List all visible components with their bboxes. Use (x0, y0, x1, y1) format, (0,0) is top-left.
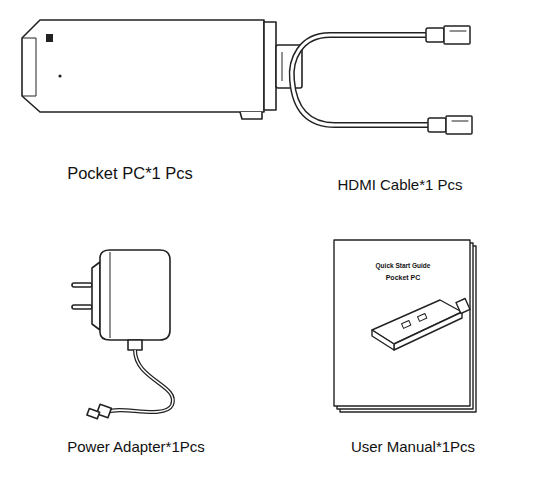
user-manual-figure (334, 240, 476, 412)
cover-text: Quick Start Guide (376, 262, 431, 269)
caption: User Manual*1Pcs (351, 438, 475, 455)
caption: HDMI Cable*1 Pcs (337, 176, 462, 193)
caption: Power Adapter*1Pcs (67, 438, 205, 455)
pocket-pc-figure (22, 20, 302, 119)
cover-text: Pocket PC (386, 274, 421, 282)
hdmi-cable-figure (292, 26, 472, 134)
power-adapter-figure (72, 250, 173, 419)
caption: Pocket PC*1 Pcs (67, 164, 193, 183)
